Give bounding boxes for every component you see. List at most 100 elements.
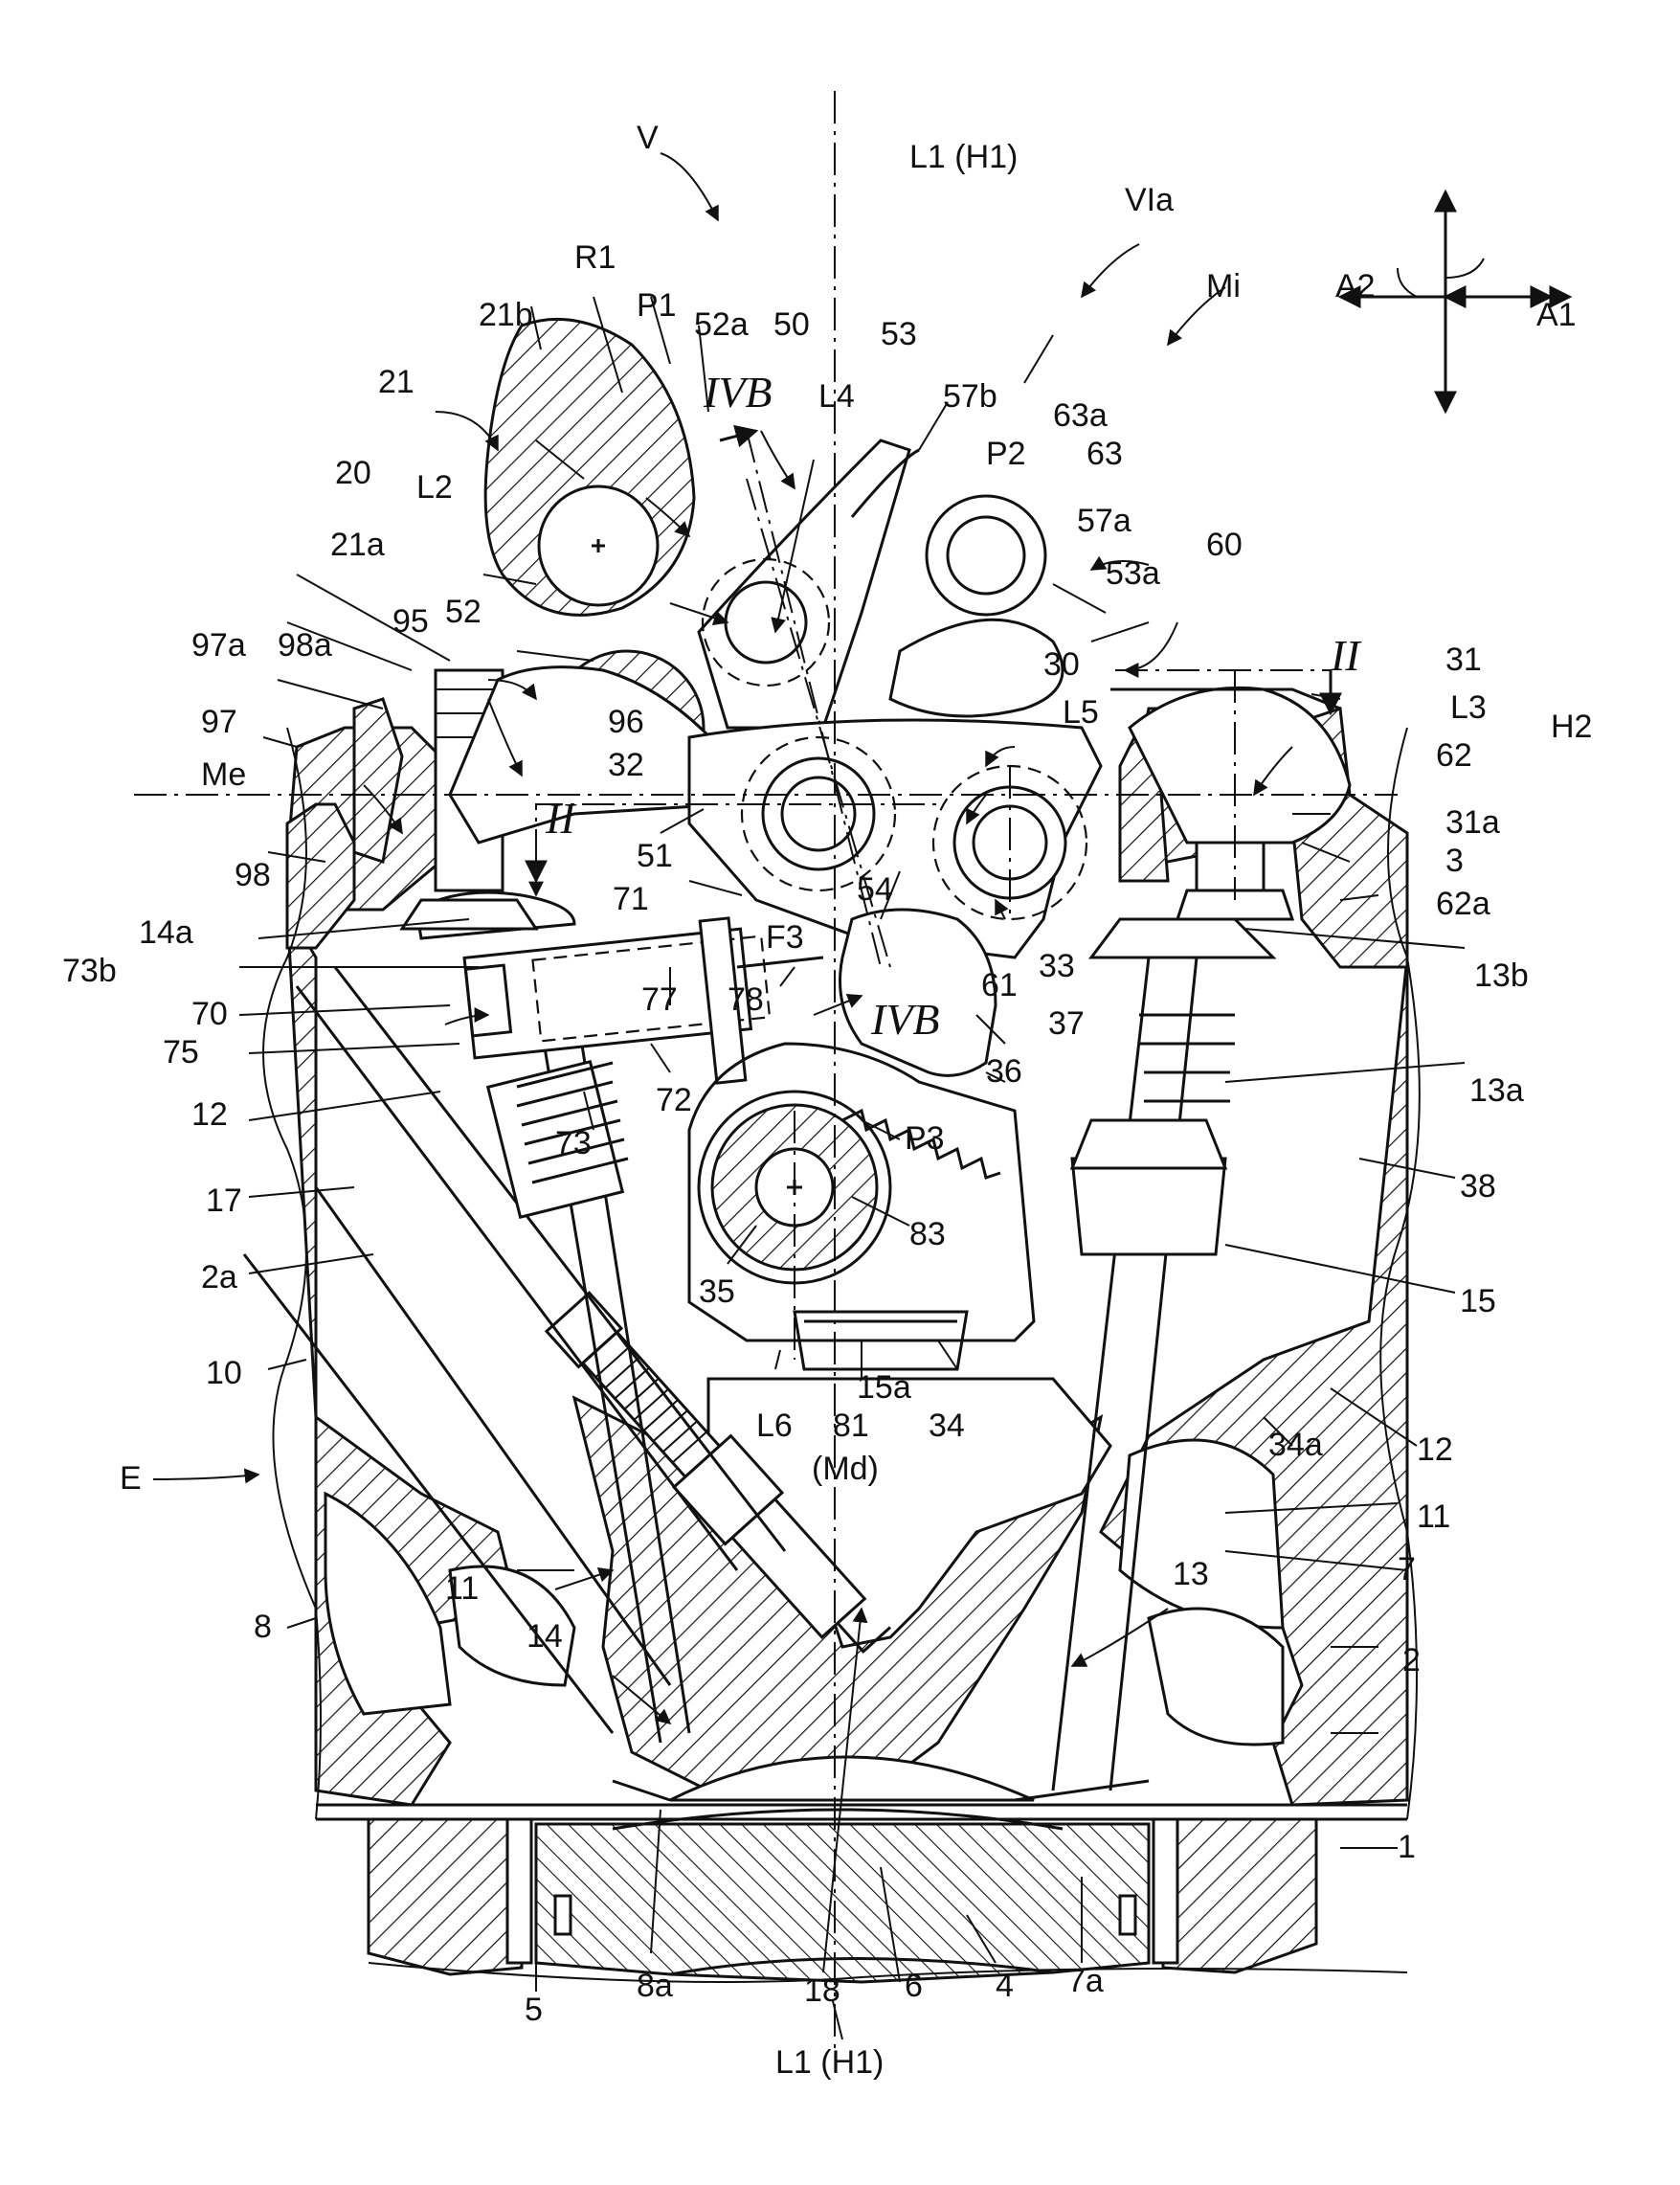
label-14: 14 [526,1618,563,1655]
direction-arrows [1337,189,1573,415]
label-IVB-top: IVB [703,368,773,417]
label-34: 34 [929,1408,965,1444]
label-97: 97 [201,704,237,740]
label-P1: P1 [637,287,677,324]
label-71: 71 [613,881,649,917]
label-L6: L6 [756,1408,793,1444]
bottom-break-line [368,1962,1408,1983]
intake-cam-roller [888,494,1064,718]
label-50: 50 [773,306,810,343]
label-54: 54 [857,871,893,908]
label-97a: 97a [191,627,246,664]
label-75: 75 [163,1034,199,1070]
label-3: 3 [1445,843,1464,879]
label-57a: 57a [1077,503,1131,539]
label-P2: P2 [986,436,1026,472]
contact-body [839,908,997,1077]
label-98a: 98a [278,627,332,664]
section-line-IVB [746,430,882,968]
label-IVB-bottom: IVB [870,995,940,1044]
label-V: V [637,120,659,156]
leader-arrows [152,152,1293,1973]
label-H2: H2 [1551,709,1592,745]
label-32: 32 [608,747,644,783]
label-98: 98 [235,857,271,893]
label-Me: Me [201,756,246,793]
label-4: 4 [996,1968,1014,2004]
label-62: 62 [1436,737,1472,774]
label-L5: L5 [1063,694,1099,731]
label-53: 53 [881,316,917,352]
exhaust-cam [483,317,696,617]
label-L2: L2 [416,469,453,506]
label-72: 72 [656,1082,692,1118]
label-11-right: 11 [1417,1498,1450,1535]
label-62a: 62a [1436,886,1490,922]
label-83: 83 [909,1216,946,1252]
reference-labels: V L1 (H1) VIa Mi A2 A1 R1 P1 52a 50 53 2… [62,120,1592,2081]
label-F3: F3 [766,919,804,956]
label-60: 60 [1206,527,1243,563]
label-20: 20 [335,455,371,491]
label-12-left: 12 [191,1096,228,1133]
label-L4: L4 [818,378,855,415]
label-52: 52 [445,594,482,630]
plug-tube [242,966,787,1734]
label-21b: 21b [479,297,533,333]
gear-housing [687,1042,1036,1342]
line-L4 [746,478,891,968]
label-L3: L3 [1450,689,1487,726]
label-Md: (Md) [812,1451,879,1487]
cylinder-block [367,1817,1318,1976]
variable-lift-link [697,439,920,730]
label-11-left: 11 [445,1570,479,1607]
label-10: 10 [206,1355,242,1391]
label-31a: 31a [1445,804,1500,841]
right-break-line [1379,727,1421,1820]
label-7a: 7a [1067,1963,1104,1999]
label-51: 51 [637,838,673,874]
label-A1: A1 [1536,297,1577,333]
label-35: 35 [699,1273,735,1310]
label-70: 70 [191,996,228,1032]
label-7: 7 [1398,1551,1416,1588]
label-36: 36 [986,1053,1022,1090]
label-18: 18 [804,1972,840,2009]
label-61: 61 [981,967,1018,1003]
label-13: 13 [1173,1556,1209,1592]
label-13a: 13a [1469,1072,1524,1109]
label-33: 33 [1039,948,1075,984]
spark-plug [544,1291,892,1655]
label-II-right: II [1330,631,1362,680]
label-8: 8 [254,1609,272,1645]
label-L1-bottom: L1 (H1) [775,2044,884,2081]
label-13b: 13b [1474,957,1529,994]
label-12-right: 12 [1417,1431,1453,1468]
label-A2: A2 [1335,268,1376,304]
label-15: 15 [1460,1283,1496,1319]
label-37: 37 [1048,1005,1085,1042]
label-21a: 21a [330,527,385,563]
label-57b: 57b [943,378,997,415]
label-6: 6 [905,1968,923,2004]
label-2: 2 [1402,1642,1421,1678]
drive-gear [697,1090,1001,1371]
label-R1: R1 [574,239,616,276]
label-14a: 14a [139,914,193,951]
label-21: 21 [378,364,414,400]
label-95: 95 [392,603,429,640]
label-77: 77 [641,981,678,1018]
label-17: 17 [206,1183,242,1219]
intake-valve [1051,917,1277,1791]
label-2a: 2a [201,1259,237,1295]
label-73b: 73b [62,953,117,989]
label-78: 78 [728,981,764,1018]
label-P3: P3 [905,1120,945,1157]
section-IVB-arrow-top [719,424,759,448]
label-L1-top: L1 (H1) [909,139,1018,175]
label-81: 81 [833,1408,869,1444]
label-II-left: II [545,794,577,843]
label-38: 38 [1460,1168,1496,1205]
label-96: 96 [608,704,644,740]
